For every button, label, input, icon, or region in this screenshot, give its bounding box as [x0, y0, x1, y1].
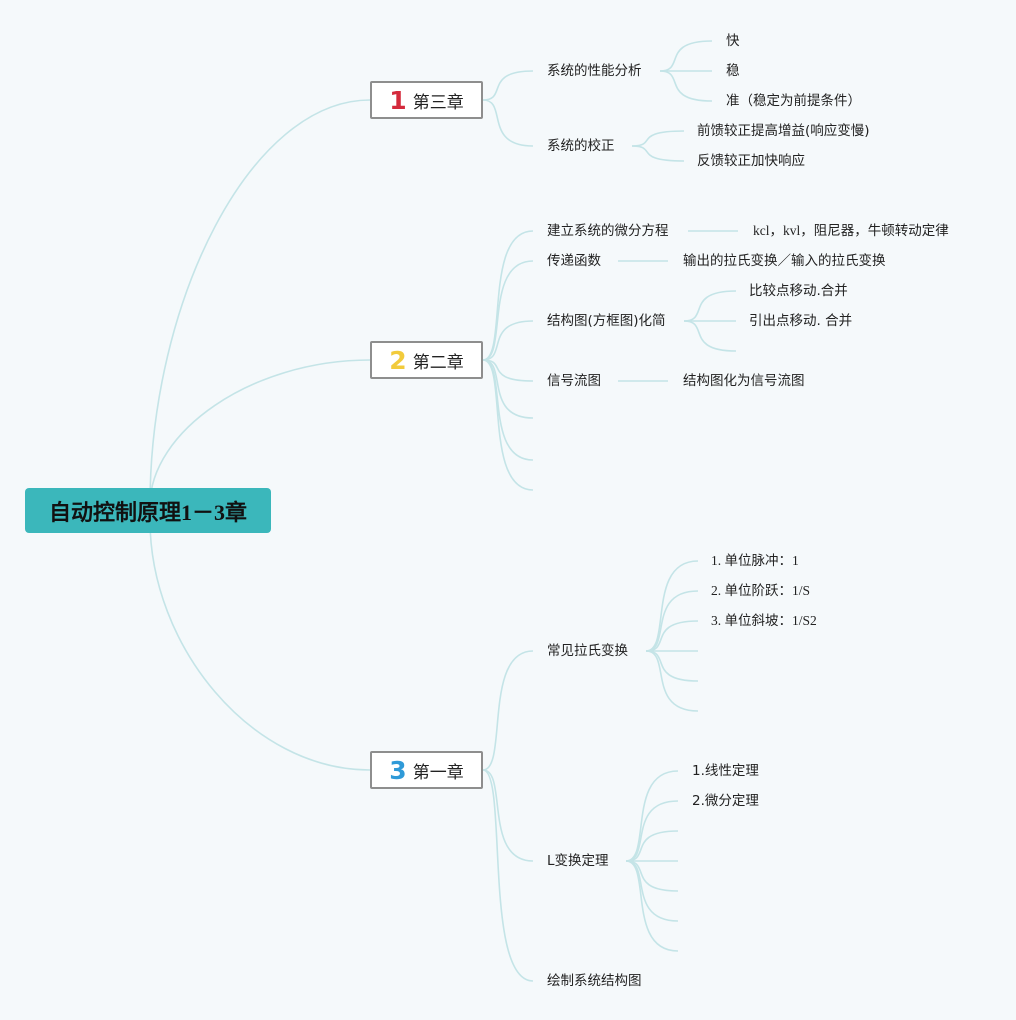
number-1-icon: 1 [389, 85, 407, 115]
chapter-label: 第二章 [412, 352, 464, 373]
leaf-laws[interactable]: kcl，kvl，阻尼器，牛顿转动定律 [753, 223, 949, 238]
connector-line [482, 769, 534, 982]
leaf-to-signal-flow[interactable]: 结构图化为信号流图 [683, 373, 805, 389]
connector-line [482, 359, 534, 382]
connector-line [645, 620, 699, 652]
topic-differential-equation[interactable]: 建立系统的微分方程 [547, 223, 669, 239]
leaf-transfer-definition[interactable]: 输出的拉氏变换／输入的拉氏变换 [683, 253, 886, 269]
leaf-accurate[interactable]: 准（稳定为前提条件） [726, 93, 861, 109]
connector-line [631, 130, 685, 147]
chapter-node-2[interactable]: 2 第二章 [370, 341, 483, 379]
connector-line [683, 290, 737, 322]
topic-signal-flow[interactable]: 信号流图 [547, 373, 601, 389]
connector-line [625, 860, 679, 952]
topic-performance-analysis[interactable]: 系统的性能分析 [547, 63, 642, 79]
topic-correction[interactable]: 系统的校正 [547, 138, 615, 154]
connector-line [482, 650, 534, 771]
connector-line [659, 70, 713, 102]
leaf-unit-impulse[interactable]: 1. 单位脉冲：1 [711, 553, 799, 568]
connector-line [482, 260, 534, 361]
connector-line [149, 99, 371, 506]
leaf-unit-step[interactable]: 2. 单位阶跃：1/S [711, 583, 811, 598]
connector-line [659, 40, 713, 72]
leaf-fast[interactable]: 快 [726, 33, 740, 49]
leaf-stable[interactable]: 稳 [726, 63, 740, 79]
connector-line [645, 650, 699, 682]
connector-line [625, 830, 679, 862]
number-2-icon: 2 [389, 345, 407, 375]
chapter-node-3[interactable]: 1 第三章 [370, 81, 483, 119]
connector-line [482, 230, 534, 361]
topic-block-diagram[interactable]: 结构图(方框图)化简 [547, 313, 666, 329]
connector-line [631, 145, 685, 162]
topic-draw-structure[interactable]: 绘制系统结构图 [547, 973, 642, 989]
connector-line [645, 560, 699, 652]
connector-line [683, 320, 737, 352]
connector-line [482, 99, 534, 147]
leaf-feedback[interactable]: 反馈较正加快响应 [697, 153, 805, 169]
leaf-comparison-point[interactable]: 比较点移动.合并 [749, 283, 848, 299]
connector-line [482, 70, 534, 101]
chapter-label: 第一章 [412, 762, 464, 783]
leaf-unit-ramp[interactable]: 3. 单位斜坡：1/S2 [711, 613, 817, 628]
chapter-node-1[interactable]: 3 第一章 [370, 751, 483, 789]
root-topic[interactable]: 自动控制原理1－3章 [25, 488, 271, 533]
number-3-icon: 3 [389, 755, 407, 785]
leaf-feedforward[interactable]: 前馈较正提高增益(响应变慢) [697, 123, 870, 139]
connector-line [625, 800, 679, 862]
connector-line [482, 769, 534, 862]
connector-line [482, 359, 534, 419]
connector-line [149, 519, 371, 771]
connector-line [645, 590, 699, 652]
chapter-label: 第三章 [412, 92, 464, 113]
connector-line [149, 359, 371, 506]
leaf-differentiation[interactable]: 2.微分定理 [692, 793, 759, 809]
topic-laplace-theorems[interactable]: L变换定理 [547, 853, 609, 869]
connector-line [625, 770, 679, 862]
leaf-pickoff-point[interactable]: 引出点移动. 合并 [749, 313, 853, 329]
topic-transfer-function[interactable]: 传递函数 [547, 253, 601, 269]
topic-laplace-common[interactable]: 常见拉氏变换 [547, 643, 628, 659]
connector-line [645, 650, 699, 712]
connector-line [482, 359, 534, 491]
connector-line [482, 320, 534, 361]
leaf-linearity[interactable]: 1.线性定理 [692, 763, 759, 779]
